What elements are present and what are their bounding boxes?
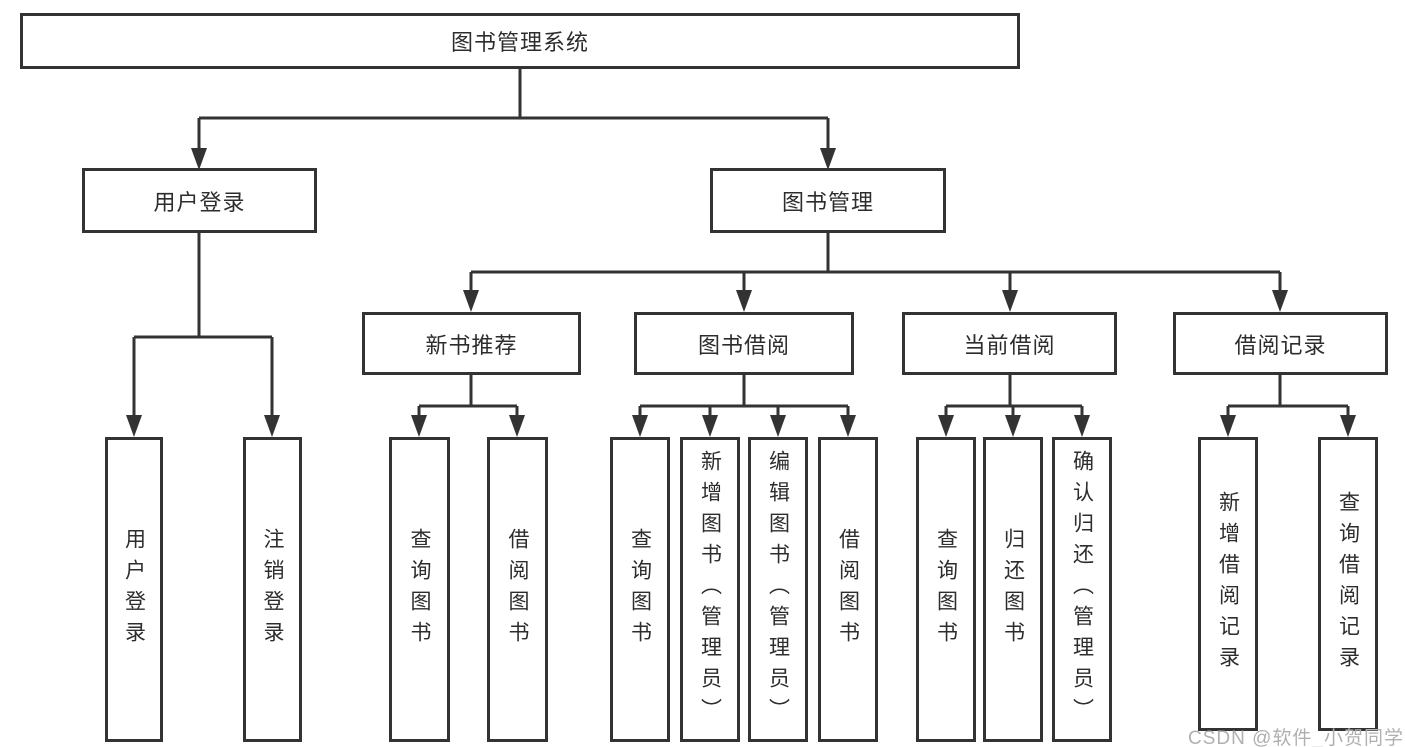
node-book-management: 图书管理 xyxy=(710,168,946,233)
node-current-borrow: 当前借阅 xyxy=(902,312,1117,375)
leaf-query-books-3-label: 查询图书 xyxy=(934,527,958,652)
leaf-confirm-return-admin: 确认归还（管理员） xyxy=(1052,437,1112,742)
leaf-edit-books-admin-label: 编辑图书（管理员） xyxy=(766,450,790,729)
leaf-user-login: 用户登录 xyxy=(105,437,163,742)
leaf-user-login-label: 用户登录 xyxy=(122,527,146,652)
node-book-management-label: 图书管理 xyxy=(781,189,874,215)
node-new-book-recommend-label: 新书推荐 xyxy=(425,332,518,358)
node-borrow-records: 借阅记录 xyxy=(1173,312,1388,375)
leaf-borrow-books-1-label: 借阅图书 xyxy=(506,527,529,652)
connector-new-book-branch xyxy=(417,375,519,417)
arrowheads-book-management-to-level3 xyxy=(463,290,1288,312)
leaf-add-books-admin-label: 新增图书（管理员） xyxy=(698,450,722,729)
leaf-add-books-admin: 新增图书（管理员） xyxy=(680,437,740,742)
arrowheads-borrow-records-branch xyxy=(1220,415,1356,437)
arrowheads-current-borrow-branch xyxy=(938,415,1090,437)
leaf-logout-label: 注销登录 xyxy=(261,527,284,652)
leaf-borrow-books-1: 借阅图书 xyxy=(487,437,548,742)
leaf-query-borrow-record: 查询借阅记录 xyxy=(1318,437,1378,731)
leaf-borrow-books-2-label: 借阅图书 xyxy=(836,527,860,652)
node-book-borrow: 图书借阅 xyxy=(634,312,854,375)
arrowheads-user-login-branch xyxy=(126,415,280,437)
connector-root-to-level2 xyxy=(197,69,830,150)
node-current-borrow-label: 当前借阅 xyxy=(963,332,1056,358)
connector-user-login-branch xyxy=(132,233,274,417)
watermark: CSDN @软件_小贺同学 xyxy=(1188,728,1404,747)
leaf-return-books-label: 归还图书 xyxy=(1001,527,1025,652)
connector-book-borrow-branch xyxy=(638,375,850,417)
leaf-query-books-1: 查询图书 xyxy=(389,437,450,742)
node-borrow-records-label: 借阅记录 xyxy=(1234,332,1327,358)
arrowheads-root-to-level2 xyxy=(191,148,836,170)
leaf-confirm-return-admin-label: 确认归还（管理员） xyxy=(1070,450,1094,729)
node-book-borrow-label: 图书借阅 xyxy=(697,332,790,358)
leaf-query-books-1-label: 查询图书 xyxy=(408,527,431,652)
leaf-edit-books-admin: 编辑图书（管理员） xyxy=(748,437,808,742)
arrowheads-new-book-branch xyxy=(411,415,525,437)
leaf-return-books: 归还图书 xyxy=(983,437,1043,742)
node-root-label: 图书管理系统 xyxy=(450,30,589,55)
connector-book-management-to-level3 xyxy=(469,233,1282,292)
node-new-book-recommend: 新书推荐 xyxy=(362,312,581,375)
leaf-query-borrow-record-label: 查询借阅记录 xyxy=(1336,491,1360,677)
leaf-logout: 注销登录 xyxy=(243,437,302,742)
leaf-add-borrow-record-label: 新增借阅记录 xyxy=(1216,491,1240,677)
leaf-query-books-3: 查询图书 xyxy=(916,437,976,742)
leaf-query-books-2-label: 查询图书 xyxy=(628,527,652,652)
arrowheads-book-borrow-branch xyxy=(632,415,856,437)
leaf-borrow-books-2: 借阅图书 xyxy=(818,437,878,742)
node-user-login-label: 用户登录 xyxy=(153,189,246,215)
leaf-query-books-2: 查询图书 xyxy=(610,437,670,742)
connector-current-borrow-branch xyxy=(944,375,1084,417)
leaf-add-borrow-record: 新增借阅记录 xyxy=(1198,437,1258,731)
node-root: 图书管理系统 xyxy=(20,13,1020,69)
connector-borrow-records-branch xyxy=(1226,375,1350,417)
node-user-login: 用户登录 xyxy=(82,168,317,233)
